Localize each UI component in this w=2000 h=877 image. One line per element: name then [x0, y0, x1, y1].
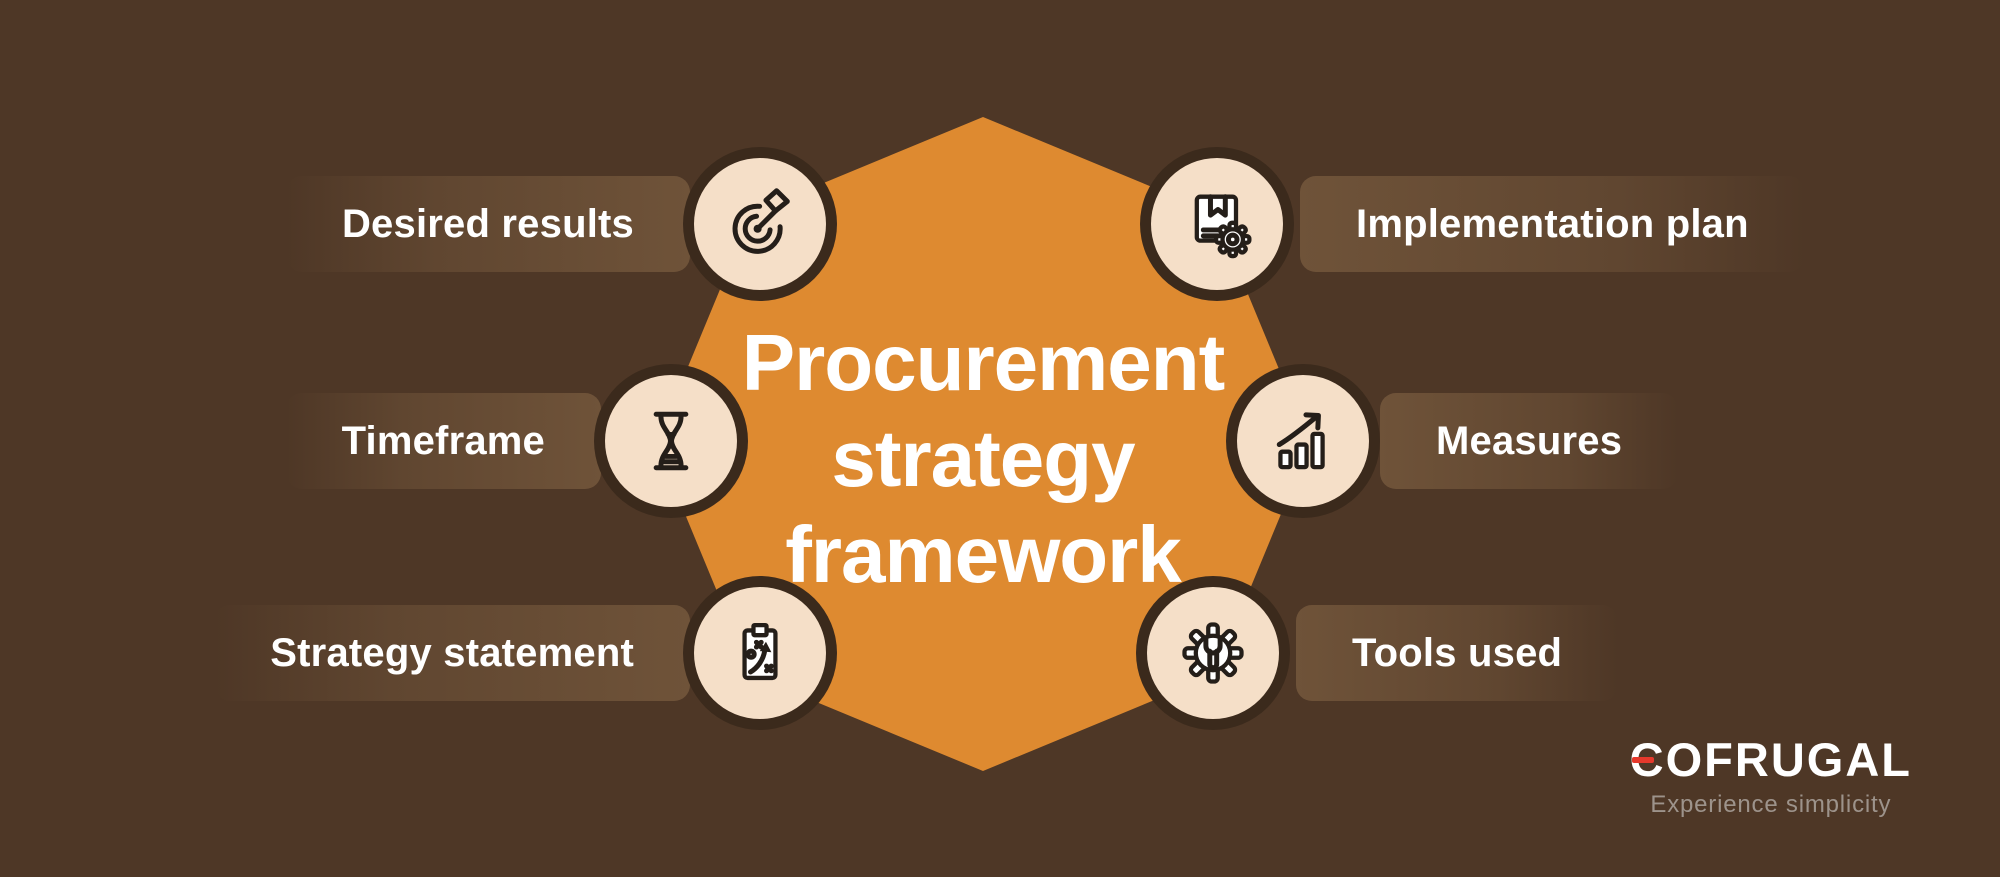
label-tools-used: Tools used: [1352, 630, 1563, 675]
title-line-2: strategy: [831, 414, 1135, 503]
book-gear-icon: [1194, 194, 1252, 259]
gear-wrench-icon: [1182, 622, 1244, 684]
node-desired-results: [683, 147, 837, 301]
label-measures: Measures: [1436, 418, 1623, 463]
label-pill-tools-used: Tools used: [1296, 605, 1619, 701]
logo-rest: OFRUGAL: [1665, 733, 1912, 786]
tactics-board-icon: [742, 622, 778, 681]
label-pill-desired-results: Desired results: [285, 176, 690, 272]
node-circle: [1151, 158, 1283, 290]
node-timeframe: [594, 364, 748, 518]
node-circle: [1147, 587, 1279, 719]
label-implementation-plan: Implementation plan: [1356, 201, 1749, 246]
node-circle: [605, 375, 737, 507]
node-strategy-statement: [683, 576, 837, 730]
label-pill-timeframe: Timeframe: [285, 393, 601, 489]
title-line-1: Procurement: [741, 318, 1225, 407]
title-line-3: framework: [785, 510, 1182, 599]
target-dart-icon: [732, 188, 790, 254]
node-implementation-plan: [1140, 147, 1294, 301]
node-circle: [694, 158, 826, 290]
logo-g-glyph: C: [1629, 733, 1666, 786]
node-circle: [694, 587, 826, 719]
label-desired-results: Desired results: [341, 201, 634, 246]
label-strategy-statement: Strategy statement: [270, 630, 634, 675]
node-tools-used: [1136, 576, 1290, 730]
growth-chart-icon: [1276, 412, 1325, 470]
node-circle: [1237, 375, 1369, 507]
logo-tagline: Experience simplicity: [1650, 791, 1892, 818]
logo-red-dash-icon: [1631, 756, 1655, 763]
label-timeframe: Timeframe: [341, 418, 545, 463]
label-pill-implementation-plan: Implementation plan: [1300, 176, 1805, 272]
node-measures: [1226, 364, 1380, 518]
label-pill-measures: Measures: [1380, 393, 1679, 489]
label-pill-strategy-statement: Strategy statement: [214, 605, 690, 701]
hourglass-icon: [653, 411, 689, 471]
